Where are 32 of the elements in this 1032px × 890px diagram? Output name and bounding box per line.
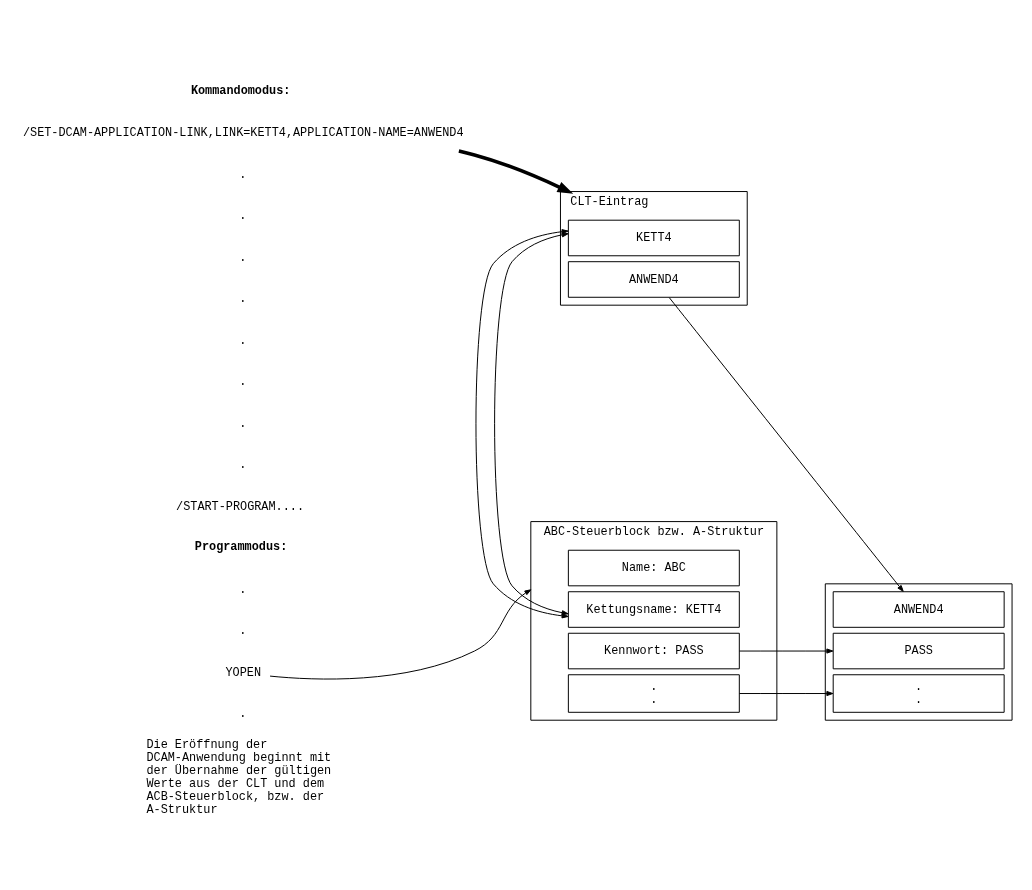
label: . (239, 706, 247, 721)
node-box: ANWEND4 (567, 260, 740, 298)
label: . (239, 582, 247, 597)
node-box: Name: ABC (567, 549, 740, 586)
label: . (239, 623, 247, 638)
label: Programmodus: (194, 539, 288, 554)
arrow (269, 588, 532, 680)
label: . (239, 416, 247, 431)
arrow (738, 647, 834, 654)
node-text: /SET-DCAM-APPLICATION-LINK,LINK=KETT4,APPLICATION-NAME=ANWEND4 (22, 125, 464, 140)
label: Die Eröffnung der DCAM-Anwendung beginnt mit der Übernahme der gültigen Werte aus der CLT und dem ACB-Steuerblock, bzw. der A-Struktur (146, 737, 332, 817)
node-box: Kennwort: PASS (567, 632, 740, 669)
arrow (458, 148, 574, 194)
node-box: . . (832, 673, 1005, 713)
node-box: ANWEND4 (832, 590, 1005, 628)
label: . (239, 374, 247, 389)
label: . (239, 333, 247, 348)
label: . (239, 291, 247, 306)
arrow (475, 228, 569, 618)
label: . (239, 167, 247, 182)
node-box: PASS (832, 632, 1005, 669)
node-box: Kettungsname: KETT4 (567, 590, 740, 628)
label: Kommandomodus: (190, 83, 291, 98)
label: . (239, 457, 247, 472)
label: . (239, 208, 247, 223)
node-box: KETT4 (567, 219, 740, 256)
arrow (738, 690, 834, 696)
node-box: . . (567, 673, 740, 713)
label: . (239, 250, 247, 265)
arrow (668, 296, 904, 592)
node-text: YOPEN (225, 665, 262, 680)
label: /START-PROGRAM.... (176, 499, 305, 514)
